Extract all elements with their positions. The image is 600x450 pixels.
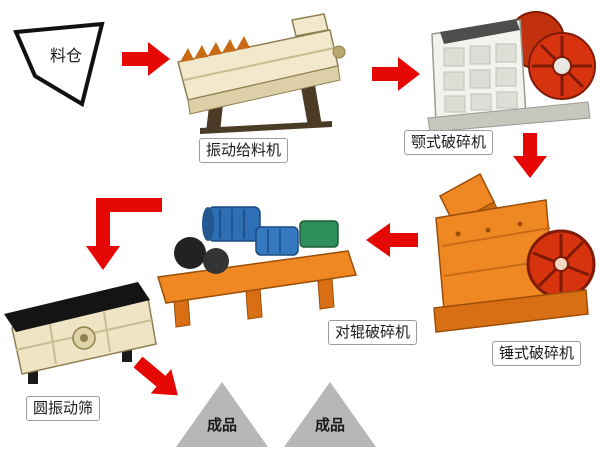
hammer-flywheel: [526, 229, 596, 299]
feeder-label: 振动给料机: [199, 138, 289, 163]
green-motor: [299, 220, 339, 248]
roller-crusher-label: 对辊破碎机: [328, 320, 418, 345]
screen-exciter: [72, 326, 96, 350]
feeder-illustration: [177, 13, 346, 134]
jaw-body-panels: [443, 43, 518, 113]
arrow-feeder-to-jaw: [372, 57, 420, 91]
screen-deck: [4, 282, 150, 332]
jaw-crusher-label: 颚式破碎机: [404, 130, 494, 155]
silo-icon: [13, 21, 105, 108]
arrow-hammer-to-roller: [366, 223, 418, 257]
product-left-label: 成品: [206, 417, 237, 434]
roller-crusher-illustration: [157, 206, 357, 328]
feeder-grizzly-bars: [180, 36, 250, 62]
product-right-label: 成品: [314, 417, 345, 434]
node-silo: 料仓: [8, 16, 120, 112]
arrow-silo-to-feeder: [122, 42, 170, 76]
vibrating-screen-label: 圆振动筛: [26, 396, 101, 421]
roller-drums: [174, 237, 229, 274]
jaw-flywheel: [528, 32, 596, 100]
silo-label: 料仓: [50, 48, 83, 65]
hammer-crusher-label: 锤式破碎机: [492, 341, 582, 366]
jaw-crusher-illustration: [427, 11, 596, 132]
vibrating-screen-illustration: [4, 282, 157, 384]
blue-motors: [202, 206, 299, 256]
hammer-crusher-illustration: [433, 172, 596, 333]
